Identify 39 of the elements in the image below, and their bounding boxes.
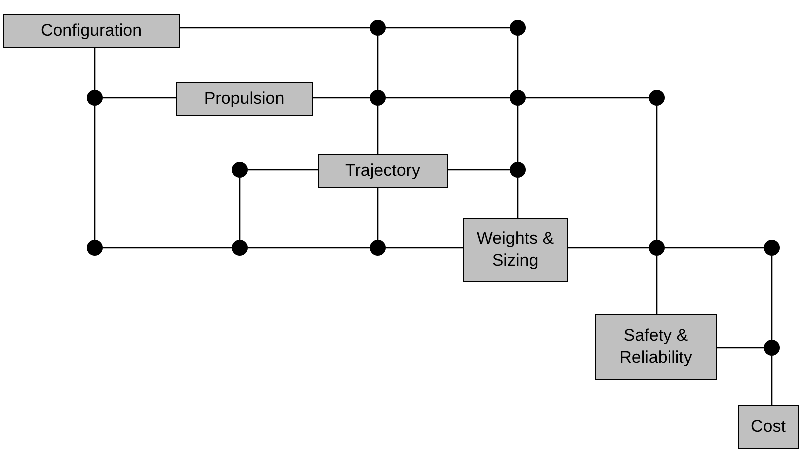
connector-line — [377, 36, 379, 90]
process-box — [3, 14, 180, 48]
connector-line — [103, 247, 232, 249]
box-label: Trajectory — [346, 160, 420, 182]
connector-line — [377, 106, 379, 154]
connector-line — [517, 106, 519, 162]
connector-line — [377, 188, 379, 240]
process-box — [463, 218, 568, 282]
connector-line — [517, 36, 519, 90]
box-label: Cost — [751, 416, 786, 438]
box-label: Safety & Reliability — [618, 325, 694, 369]
process-box — [318, 154, 448, 188]
box-label: Configuration — [40, 20, 142, 42]
connector-line — [656, 106, 658, 240]
connector-line — [248, 247, 370, 249]
process-box — [738, 405, 799, 449]
connector-line — [386, 97, 510, 99]
connector-line — [386, 247, 463, 249]
connector-line — [771, 356, 773, 405]
process-box — [176, 82, 313, 116]
connector-line — [517, 178, 519, 218]
connector-line — [239, 178, 241, 240]
connector-line — [771, 256, 773, 340]
connector-line — [103, 97, 176, 99]
connector-line — [665, 247, 764, 249]
connector-line — [656, 256, 658, 314]
connector-line — [448, 169, 510, 171]
box-label: Propulsion — [204, 88, 285, 110]
box-label: Weights & Sizing — [476, 228, 556, 272]
connector-line — [386, 27, 510, 29]
connector-line — [248, 169, 318, 171]
process-box — [595, 314, 717, 380]
connector-line — [526, 97, 649, 99]
connector-line — [94, 48, 96, 90]
connector-line — [180, 27, 370, 29]
connector-line — [717, 347, 764, 349]
connector-line — [94, 106, 96, 240]
connector-line — [313, 97, 370, 99]
connector-line — [568, 247, 649, 249]
